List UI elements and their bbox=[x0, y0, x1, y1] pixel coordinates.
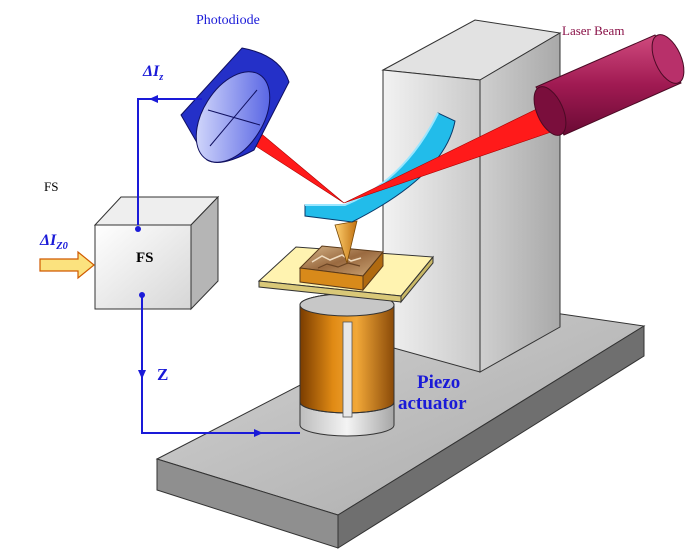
z-signal-label: Z bbox=[157, 365, 169, 384]
base-plate bbox=[155, 299, 646, 549]
fs-controller-box bbox=[93, 195, 220, 311]
fs-input-node bbox=[135, 226, 141, 232]
fs-box-label: FS bbox=[136, 250, 154, 266]
delta-iz-label: ΔIz bbox=[143, 64, 163, 84]
setpoint-input-arrow bbox=[39, 250, 95, 280]
fs-side-label: FS bbox=[44, 179, 59, 194]
tower-column bbox=[381, 19, 562, 373]
delta-iz-sub: z bbox=[159, 72, 164, 84]
laser-beam-label: Laser Beam bbox=[562, 23, 625, 38]
photodiode bbox=[180, 47, 290, 163]
feedback-signal-lines bbox=[137, 95, 300, 437]
probe-tip bbox=[334, 220, 358, 265]
delta-iz-main: ΔI bbox=[143, 63, 160, 80]
delta-iz0-main: ΔI bbox=[40, 232, 57, 249]
piezo-actuator-label: Piezo actuator bbox=[398, 372, 467, 415]
piezo-label-line2: actuator bbox=[398, 393, 467, 415]
laser-source bbox=[533, 34, 685, 136]
sample bbox=[298, 245, 384, 292]
delta-iz0-sub: Z0 bbox=[56, 241, 68, 253]
delta-iz0-label: ΔIZ0 bbox=[40, 233, 68, 253]
piezo-actuator bbox=[299, 293, 395, 437]
photodiode-label: Photodiode bbox=[196, 13, 260, 28]
fs-output-node bbox=[139, 292, 145, 298]
piezo-label-line1: Piezo bbox=[417, 372, 461, 393]
